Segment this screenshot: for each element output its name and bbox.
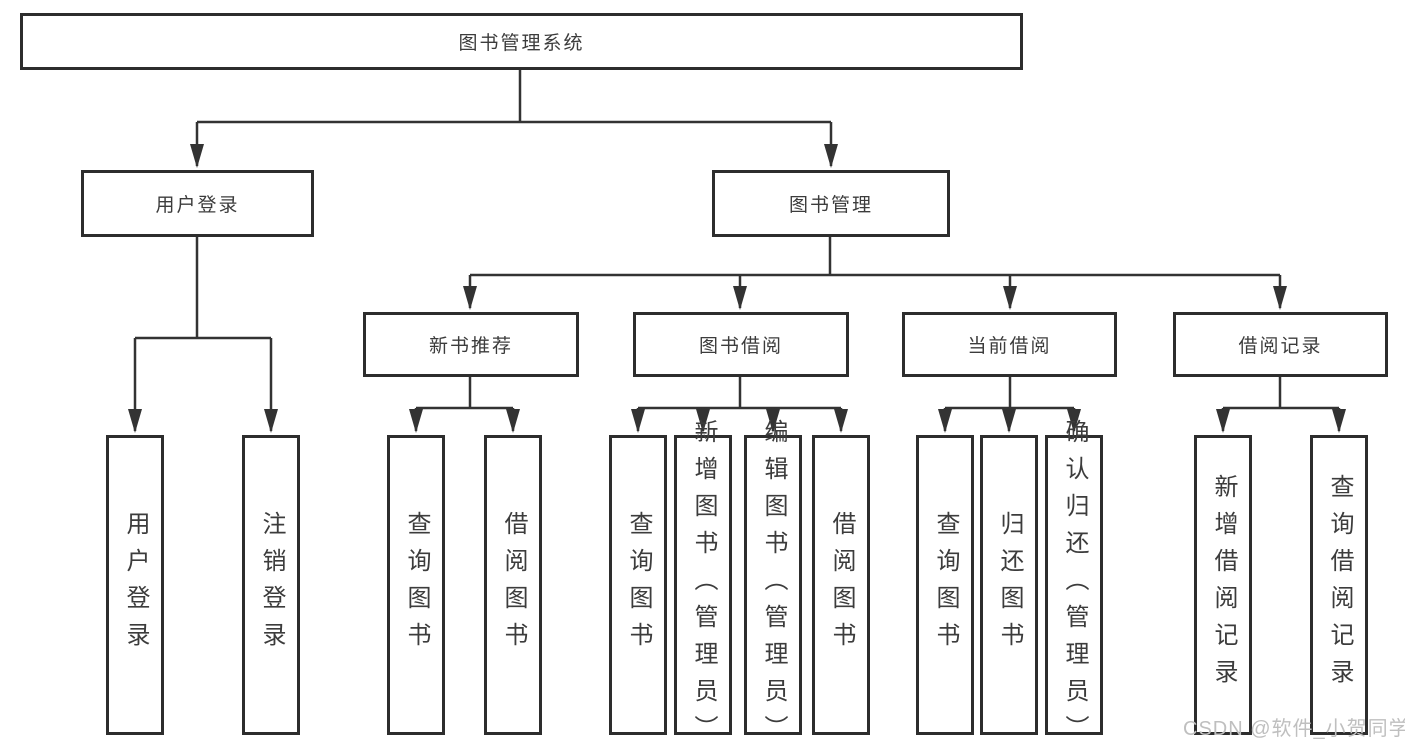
- node-label: 查询图书: [403, 511, 430, 659]
- csdn-watermark: CSDN @软件_小贺同学: [1183, 718, 1405, 740]
- node-book-management: 图书管理: [712, 170, 950, 237]
- node-label: 用户登录: [122, 511, 149, 659]
- leaf-confirm-return-admin: 确认归还（管理员）: [1045, 419, 1103, 747]
- leaf-user-login: 用户登录: [106, 435, 164, 735]
- node-label: 查询借阅记录: [1326, 474, 1353, 696]
- leaf-edit-books-admin: 编辑图书（管理员）: [744, 419, 802, 747]
- node-label: 查询图书: [625, 511, 652, 659]
- node-label: 图书管理: [788, 195, 873, 216]
- leaf-borrow-books-recommend: 借阅图书: [484, 435, 542, 735]
- leaf-query-borrow-record: 查询借阅记录: [1310, 435, 1368, 735]
- node-label: 查询图书: [932, 511, 959, 659]
- node-label: 图书管理系统: [458, 33, 585, 54]
- node-book-borrowing: 图书借阅: [633, 312, 849, 377]
- node-user-login: 用户登录: [81, 170, 314, 237]
- node-label: 注销登录: [258, 511, 285, 659]
- leaf-logout: 注销登录: [242, 435, 300, 735]
- node-label: 图书借阅: [698, 336, 783, 357]
- leaf-borrow-books-borrowing: 借阅图书: [812, 435, 870, 735]
- node-label: 归还图书: [996, 511, 1023, 659]
- node-label: 新书推荐: [428, 336, 513, 357]
- node-label: 确认归还（管理员）: [1061, 418, 1088, 747]
- node-library-management-system: 图书管理系统: [20, 13, 1023, 70]
- leaf-return-books: 归还图书: [980, 435, 1038, 735]
- leaf-query-books-recommend: 查询图书: [387, 435, 445, 735]
- node-label: 新增图书（管理员）: [690, 418, 717, 747]
- node-label: 用户登录: [155, 195, 240, 216]
- leaf-add-books-admin: 新增图书（管理员）: [674, 419, 732, 747]
- node-new-book-recommendation: 新书推荐: [363, 312, 579, 377]
- node-label: 借阅图书: [828, 511, 855, 659]
- node-current-borrowing: 当前借阅: [902, 312, 1117, 377]
- node-borrowing-records: 借阅记录: [1173, 312, 1388, 377]
- node-label: 借阅记录: [1238, 336, 1323, 357]
- node-label: 新增借阅记录: [1210, 474, 1237, 696]
- node-label: 编辑图书（管理员）: [760, 418, 787, 747]
- node-label: 当前借阅: [967, 336, 1052, 357]
- leaf-query-books-current: 查询图书: [916, 435, 974, 735]
- node-label: 借阅图书: [500, 511, 527, 659]
- leaf-add-borrow-record: 新增借阅记录: [1194, 435, 1252, 735]
- leaf-query-books-borrowing: 查询图书: [609, 435, 667, 735]
